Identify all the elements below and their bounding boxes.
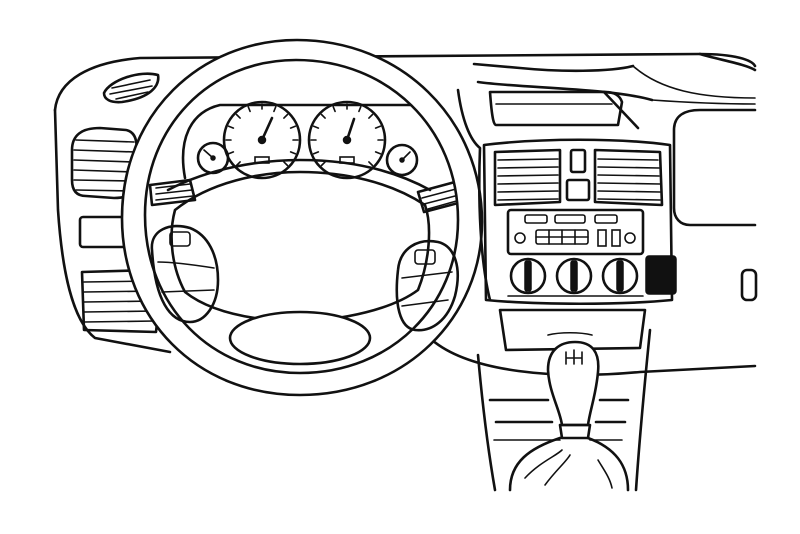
door-handle-icon (740, 268, 758, 302)
climate-knob-left-icon (509, 257, 547, 295)
steering-wheel-hub (170, 170, 431, 324)
dial-tick (273, 105, 277, 113)
dial-tick (368, 161, 374, 167)
hazard-switch-icon (565, 178, 591, 202)
clock-icon (569, 148, 587, 174)
right-small-gauge-icon (385, 143, 419, 177)
dial-tick (320, 161, 326, 167)
steering-wheel-top-arc (166, 158, 432, 192)
center-left-vent-icon (493, 148, 562, 207)
left-stalk-icon (148, 178, 197, 207)
dial-tick (247, 105, 251, 113)
dial-tick (368, 113, 374, 119)
dial-tick (235, 161, 241, 167)
dial-tick (227, 151, 235, 155)
gear-lever (508, 340, 630, 492)
steering-wheel-rim (120, 38, 484, 397)
steering-wheel (120, 38, 484, 397)
center-stack (456, 62, 677, 492)
speedometer-dial-icon (307, 100, 387, 180)
gear-boot (508, 436, 630, 492)
dial-tick (283, 161, 289, 167)
dial-tick (358, 105, 362, 113)
storage-panel (498, 308, 647, 352)
tachometer-dial-icon (222, 100, 302, 180)
dial-tick (283, 113, 289, 119)
left-horn-button-icon (150, 224, 220, 324)
dial-tick (312, 151, 320, 155)
dial-tick (374, 151, 382, 155)
dial-tick (235, 113, 241, 119)
small-top-vent-icon (102, 72, 160, 104)
center-right-vent-icon (593, 148, 664, 207)
climate-knob-center-icon (555, 257, 593, 295)
dial-tick (289, 151, 297, 155)
bottom-spoke-pad (228, 310, 372, 366)
radio-unit-icon (506, 208, 645, 256)
display-screen-icon (488, 90, 640, 130)
dial-tick (227, 125, 235, 129)
climate-knob-right-icon (601, 257, 639, 295)
dashboard-outline (53, 52, 758, 377)
dial-tick (320, 113, 326, 119)
dial-tick (312, 125, 320, 129)
dial-tick (374, 125, 382, 129)
dial-tick (332, 105, 336, 113)
right-horn-button-icon (395, 239, 459, 332)
black-switch-block (645, 255, 677, 295)
gear-knob-icon (546, 340, 600, 440)
dial-tick (289, 125, 297, 129)
